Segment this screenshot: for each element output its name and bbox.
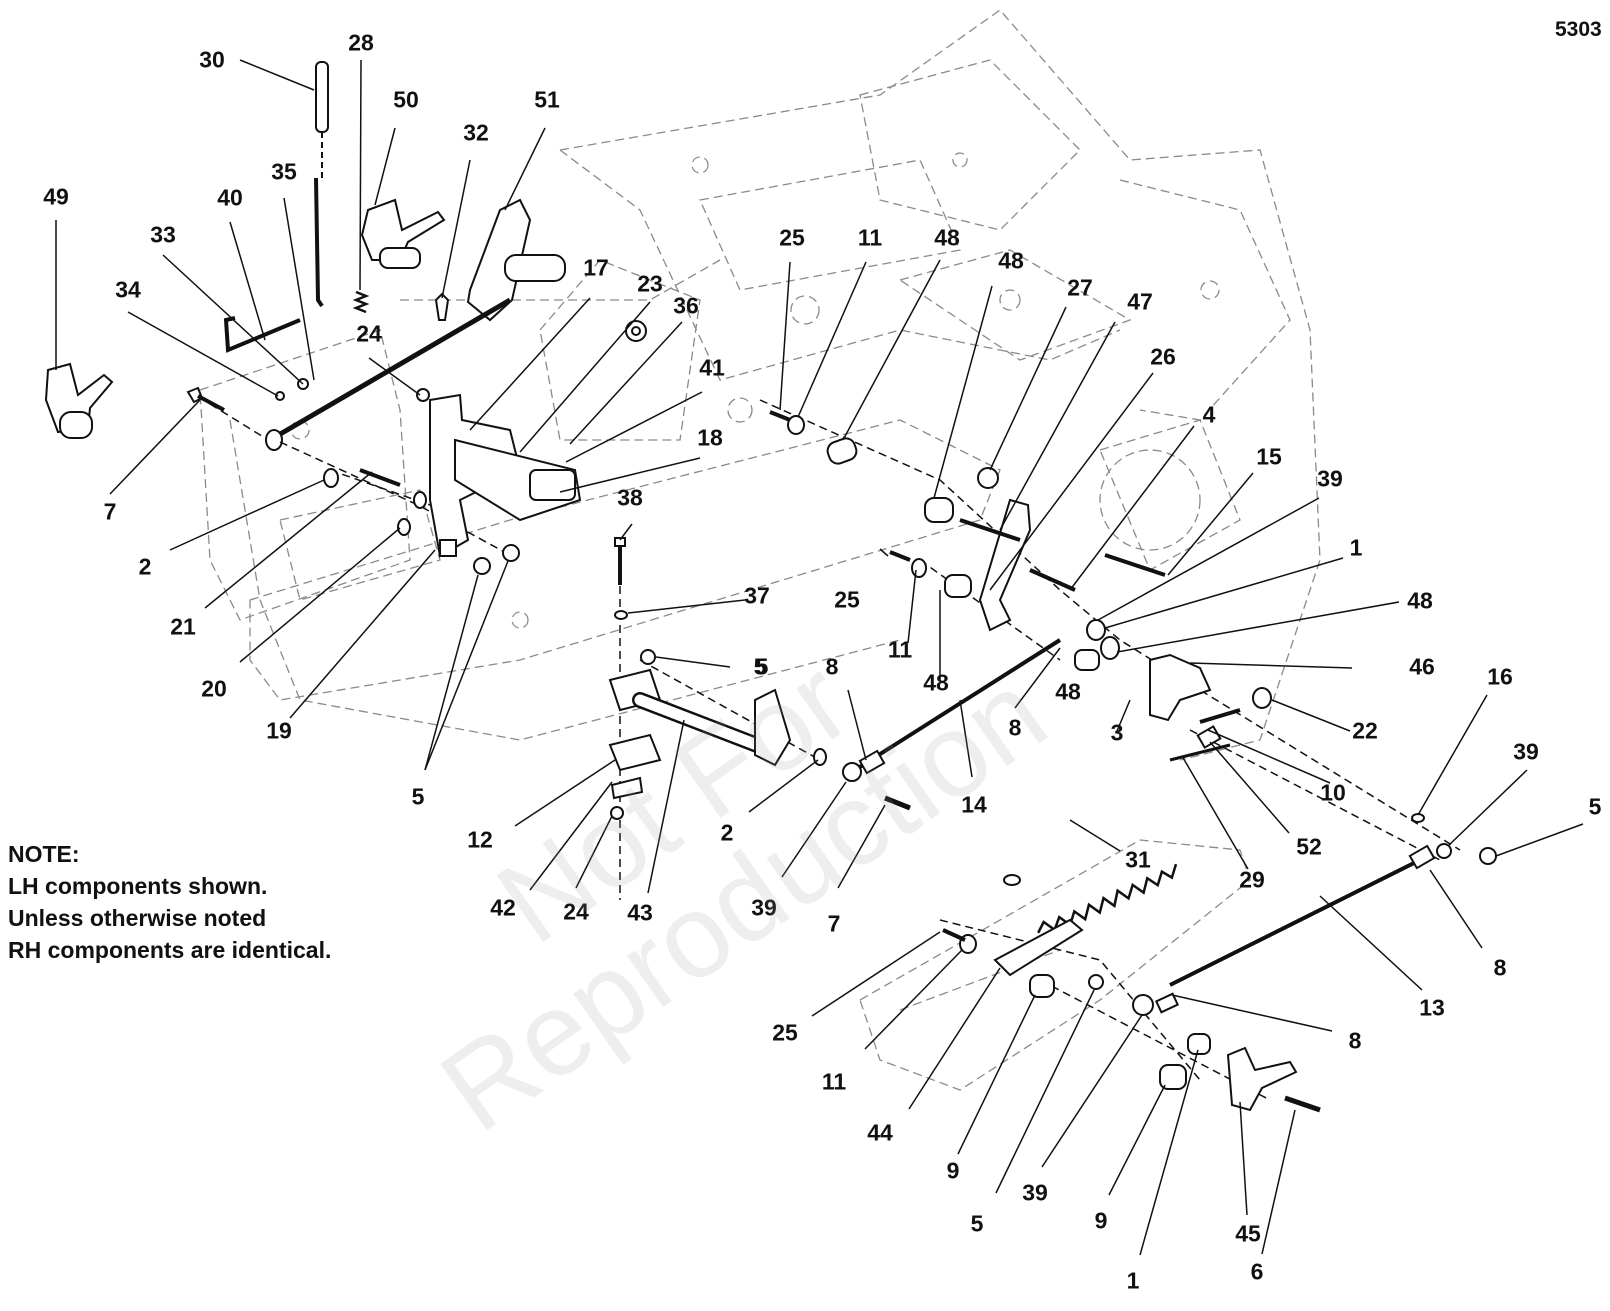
callout-number: 46 [1409,653,1435,680]
callout-number: 23 [637,270,663,297]
callout-number: 48 [934,224,960,251]
callout-number: 48 [1055,678,1081,705]
callout-number: 2 [138,553,152,580]
callout-number: 31 [1125,846,1151,873]
callout-number: 30 [199,46,225,73]
callout-number: 24 [356,320,382,347]
callout-number: 1 [1126,1267,1140,1294]
callout-number: 26 [1150,343,1176,370]
callout-number: 43 [627,899,653,926]
callout-number: 18 [697,424,723,451]
callout-number: 8 [1493,954,1507,981]
note-line: Unless otherwise noted [8,905,267,931]
callout-number: 22 [1352,717,1378,744]
callout-number: 11 [821,1068,847,1095]
note-block: NOTE: LH components shown. Unless otherw… [8,838,331,966]
callout-number: 39 [751,894,777,921]
callout-number: 47 [1127,288,1153,315]
callout-number: 28 [348,29,374,56]
callout-number: 48 [1407,587,1433,614]
callout-number: 39 [1513,738,1539,765]
callout-number: 4 [1202,401,1216,428]
callout-number: 34 [115,276,141,303]
callout-number: 5 [411,783,425,810]
callout-number: 5 [1588,793,1602,820]
callout-number: 33 [150,221,176,248]
callout-number: 13 [1419,994,1445,1021]
callout-number: 50 [393,86,419,113]
callout-number: 11 [857,224,883,251]
callout-number: 41 [699,354,725,381]
callout-number: 36 [673,292,699,319]
note-line: RH components are identical. [8,937,332,963]
callout-number: 5 [753,653,767,680]
diagram-id: 5303 [1555,18,1602,41]
callout-number: 12 [467,826,493,853]
callout-number: 14 [961,791,987,818]
callout-number: 2 [720,819,734,846]
callout-number: 44 [867,1119,893,1146]
callout-number: 8 [1008,714,1022,741]
callout-number: 25 [779,224,805,251]
callout-number: 7 [103,498,117,525]
callout-number: 29 [1239,866,1265,893]
callout-number: 20 [201,675,227,702]
callout-number: 8 [1348,1027,1362,1054]
callout-number: 11 [887,636,913,663]
callout-number: 10 [1320,779,1346,806]
callout-number: 39 [1317,465,1343,492]
callout-number: 15 [1256,443,1282,470]
callout-number: 48 [998,247,1024,274]
callout-number: 5 [970,1210,984,1237]
callout-number: 35 [271,158,297,185]
note-heading: NOTE: [8,841,80,867]
callout-number: 40 [217,184,243,211]
callout-number: 32 [463,119,489,146]
callout-number: 9 [1094,1207,1108,1234]
callout-number: 1 [1349,534,1363,561]
callout-number: 21 [170,613,196,640]
callout-number: 27 [1067,274,1093,301]
mower-frame-outline [199,9,1321,1091]
callout-number: 37 [744,582,770,609]
callout-number: 3 [1110,719,1124,746]
callout-number: 38 [617,484,643,511]
callout-number: 45 [1235,1220,1261,1247]
callout-number: 19 [266,717,292,744]
callout-number: 51 [534,86,560,113]
callout-number: 48 [923,669,949,696]
callout-number: 5 [755,653,769,680]
callout-number: 49 [43,183,69,210]
note-line: LH components shown. [8,873,268,899]
callout-number: 9 [946,1157,960,1184]
callout-number: 24 [563,898,589,925]
callout-number: 17 [583,254,609,281]
callout-number: 42 [490,894,516,921]
callout-number: 52 [1296,833,1322,860]
callout-number: 7 [827,910,841,937]
callout-number: 25 [772,1019,798,1046]
callout-number: 6 [1250,1258,1264,1285]
callout-leader-lines [55,59,1584,1256]
callout-number: 16 [1487,663,1513,690]
callout-number: 25 [834,586,860,613]
callout-number: 39 [1022,1179,1048,1206]
callout-number: 8 [825,653,839,680]
